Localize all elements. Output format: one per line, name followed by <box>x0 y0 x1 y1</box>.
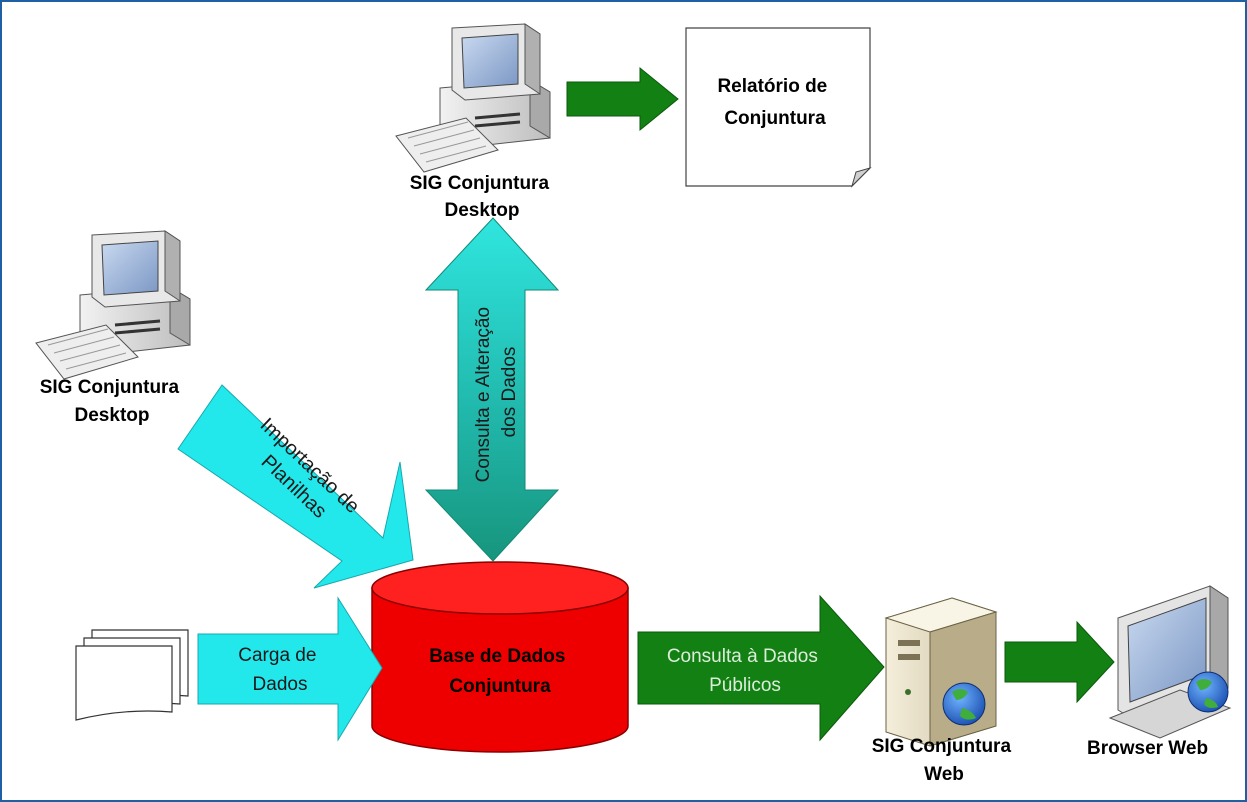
desktop-computer-top-icon <box>395 23 551 173</box>
arrow-public-label: Consulta à Dados Públicos <box>667 646 823 696</box>
arrow-load-data-label: Carga de Dados <box>238 645 321 695</box>
database-cylinder: Base de Dados Conjuntura <box>371 561 629 753</box>
report-document: Relatório de Conjuntura <box>685 27 872 188</box>
report-label: Relatório de Conjuntura <box>717 76 832 129</box>
arrow-query-alter-label: Consulta e Alteração dos Dados <box>473 302 520 483</box>
database-label: Base de Dados Conjuntura <box>429 646 571 697</box>
arrow-public-query: Consulta à Dados Públicos <box>637 594 885 742</box>
web-server-label: SIG Conjuntura Web <box>872 736 1017 785</box>
web-server-icon <box>884 597 998 747</box>
documents-stack-icon <box>75 629 189 721</box>
arrow-desktop-to-report <box>566 66 679 132</box>
browser-label: Browser Web <box>1087 738 1208 759</box>
arrow-load-data: Carga de Dados <box>197 596 383 742</box>
desktop-computer-left-icon <box>35 230 191 380</box>
desktop-left-label: SIG Conjuntura Desktop <box>40 377 185 426</box>
arrow-server-to-browser <box>1004 620 1115 704</box>
desktop-top-label: SIG Conjuntura Desktop <box>410 173 555 221</box>
browser-monitor-icon <box>1108 585 1232 739</box>
arrow-query-alter: Consulta e Alteração dos Dados <box>424 217 560 562</box>
